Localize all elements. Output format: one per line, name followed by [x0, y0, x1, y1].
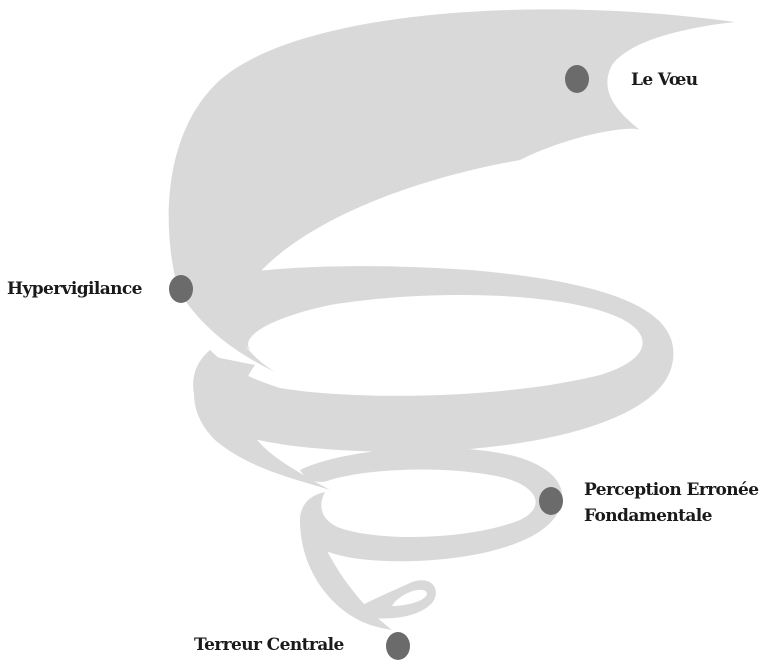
- spiral-ribbon-drop: [193, 355, 330, 490]
- spiral-ribbon-outer: [168, 9, 735, 372]
- label-perception-line-1: Perception Erronée: [584, 480, 759, 500]
- label-perception-line-2: Fondamentale: [584, 506, 712, 526]
- node-marker-voeu: [565, 65, 589, 93]
- label-voeu: Le Vœu: [631, 70, 698, 90]
- label-terreur: Terreur Centrale: [194, 635, 344, 655]
- spiral-ribbon-tail: [300, 520, 392, 630]
- spiral-ribbon-loop-2: [300, 447, 563, 562]
- label-hypervigilance: Hypervigilance: [7, 279, 142, 299]
- label-perception: Perception Erronée Fondamentale: [584, 477, 759, 529]
- spiral-ribbon-loop-1: [178, 266, 674, 452]
- spiral-ribbon-curl: [350, 580, 436, 619]
- node-marker-terreur: [386, 632, 410, 660]
- node-marker-perception: [539, 487, 563, 515]
- node-marker-hypervigilance: [169, 275, 193, 303]
